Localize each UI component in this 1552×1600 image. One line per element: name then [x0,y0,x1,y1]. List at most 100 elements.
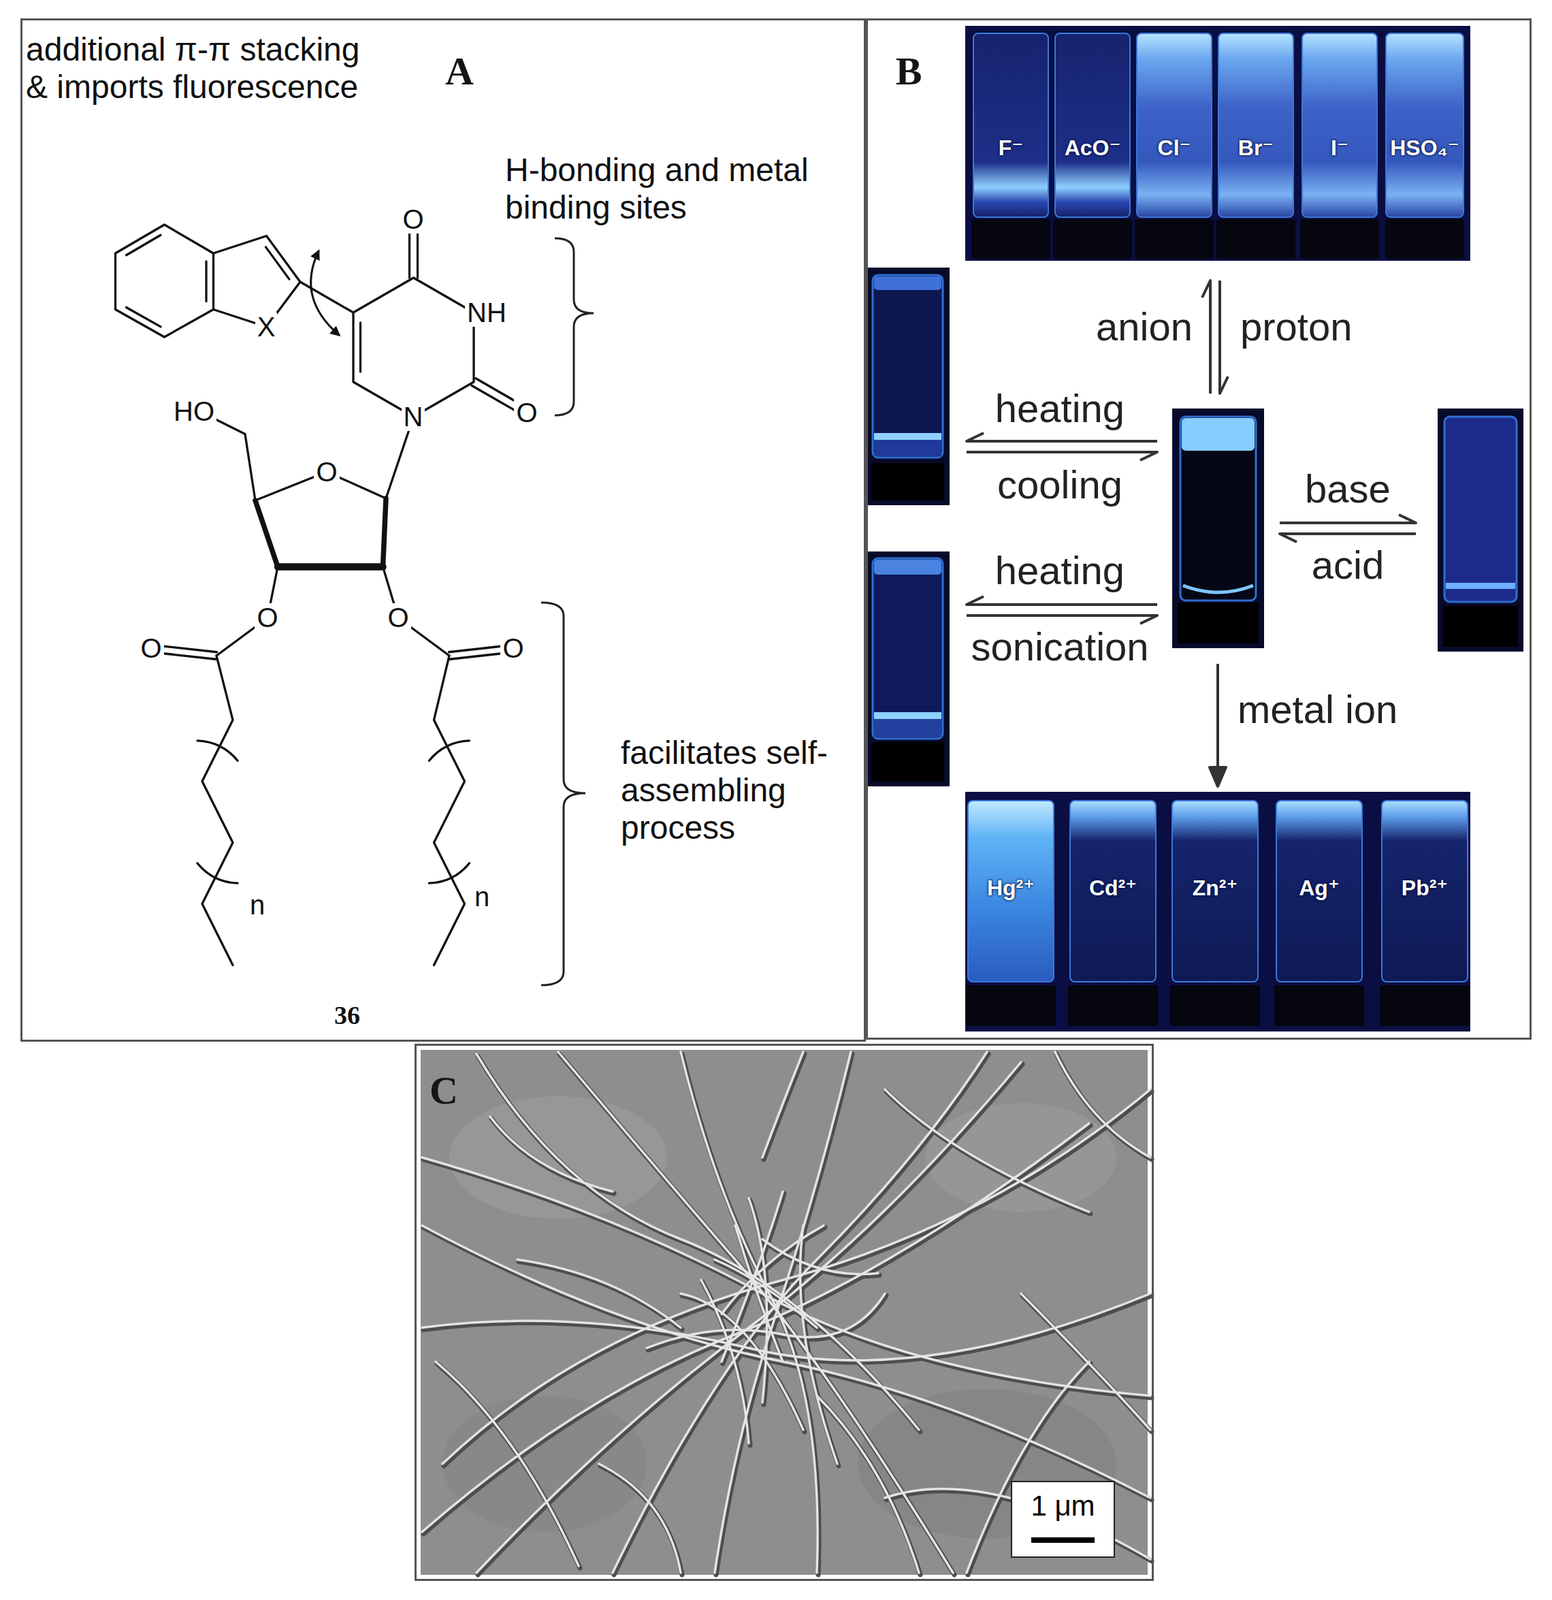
vial-label: I⁻ [1330,136,1349,160]
vial-photo [1183,585,1254,593]
photo-strip [971,219,1051,259]
atom-label: O [138,633,164,663]
panel-letter: B [895,49,923,94]
annotation: H-bonding and metal binding sites [505,151,832,226]
molecule-structure [311,251,339,335]
vial-label: Ag⁺ [1298,876,1340,900]
vial-label: Cd²⁺ [1089,876,1137,900]
photo-strip [1170,984,1260,1026]
photo-strip [965,791,1471,1032]
photo-strip [1300,219,1380,259]
equilibrium-arrow [966,280,1416,787]
vial-label: AcO⁻ [1064,136,1122,160]
vial-label: Br⁻ [1238,136,1274,160]
sem-image [925,1102,1117,1212]
equilibrium-arrow [1279,514,1416,523]
vial-photo [1444,416,1517,602]
vial-label: Hg²⁺ [987,876,1035,900]
photo-strip [1053,219,1133,259]
photo-strip [1385,219,1465,259]
atom-label: O [400,204,426,234]
molecule-structure [126,307,161,327]
panel-letter: C [429,1068,459,1113]
molecule-structure [383,498,387,568]
photo-strip [1274,984,1365,1026]
sample-vial: Cl⁻ [1136,32,1213,218]
bracket [541,238,594,985]
annotation: additional π-π stacking & imports fluore… [25,30,374,106]
arrow-label: proton [1240,306,1352,348]
vial-photo [865,267,950,506]
molecule-structure [300,281,354,313]
sample-vial: Hg²⁺ [967,799,1055,983]
vial-photo [1172,408,1265,649]
sem-image [420,1049,1152,1575]
atom-label: NH [464,298,509,327]
photo-strip [1068,984,1158,1026]
vial-photo [1177,602,1259,644]
vial-label: F⁻ [998,136,1024,160]
molecule-structure [353,277,474,417]
equilibrium-arrow [966,432,1158,442]
atom-label: HO [171,396,217,426]
vial-label: Zn²⁺ [1192,876,1239,900]
atom-label: n [472,882,492,911]
vial-photo [1443,605,1518,647]
photo-strip [965,25,1471,261]
panel-letter: A [445,49,474,94]
panel: B F⁻ AcO⁻ Cl⁻ Br⁻ I⁻ HSO₄⁻ Hg²⁺ Cd²⁺ Zn²⁺ Ag⁺ Pb²⁺ [865,18,1532,1040]
sample-vial: HSO₄⁻ [1385,32,1464,218]
vial-photo [871,462,945,501]
bracket [554,238,594,416]
molecule-structure [255,500,278,568]
equilibrium-arrow [1279,533,1416,542]
molecule-structure [197,740,238,761]
sample-vial: Ag⁺ [1275,799,1363,983]
molecule-structure [126,234,161,255]
atom-label: N [401,402,426,431]
sample-vial: Pb²⁺ [1381,799,1469,983]
vial-photo [874,276,942,290]
vial-photo [865,267,1524,787]
vial-photo [1437,408,1524,652]
sample-vial: Zn²⁺ [1171,799,1259,983]
atom-label: n [247,890,267,919]
photo-strip [1379,984,1470,1026]
photo-strip [965,25,1471,1032]
annotation: facilitates self-assembling process [620,733,856,847]
sample-vial: Br⁻ [1217,32,1295,218]
arrow-label: heating [995,550,1125,592]
sample-vial: F⁻ [972,32,1049,218]
vial-photo [872,275,943,458]
equilibrium-arrow [966,596,1158,605]
molecule-structure [383,567,450,657]
scale-bar-box: 1 μm [1010,1480,1115,1558]
atom-label: X [255,312,278,342]
sem-image [422,1051,1151,1573]
molecule-structure [428,863,470,883]
vial-label: Cl⁻ [1157,136,1192,160]
vial-photo [1180,416,1256,601]
arrow-label: base [1304,468,1391,510]
sample-vial: Cd²⁺ [1069,799,1157,983]
vial-photo [865,551,950,787]
arrow-label: sonication [970,626,1149,668]
atom-label: O [254,603,280,632]
equilibrium-arrow [1216,663,1220,773]
atom-label: O [500,633,526,663]
vial-photo [874,432,942,440]
vial-label: Pb²⁺ [1401,876,1448,900]
vial-photo [871,741,945,782]
photo-strip [1134,219,1214,259]
scale-bar [1031,1537,1095,1543]
sample-vial: AcO⁻ [1054,32,1131,218]
vial-photo [1445,582,1516,589]
molecule-structure [265,247,290,280]
vial-photo [874,559,942,575]
molecule-structure [197,863,238,883]
equilibrium-arrow [1202,280,1211,394]
vial-photo [874,712,942,719]
atom-label: O [513,398,540,427]
equilibrium-arrow [1219,280,1228,394]
equilibrium-arrow [966,615,1158,624]
